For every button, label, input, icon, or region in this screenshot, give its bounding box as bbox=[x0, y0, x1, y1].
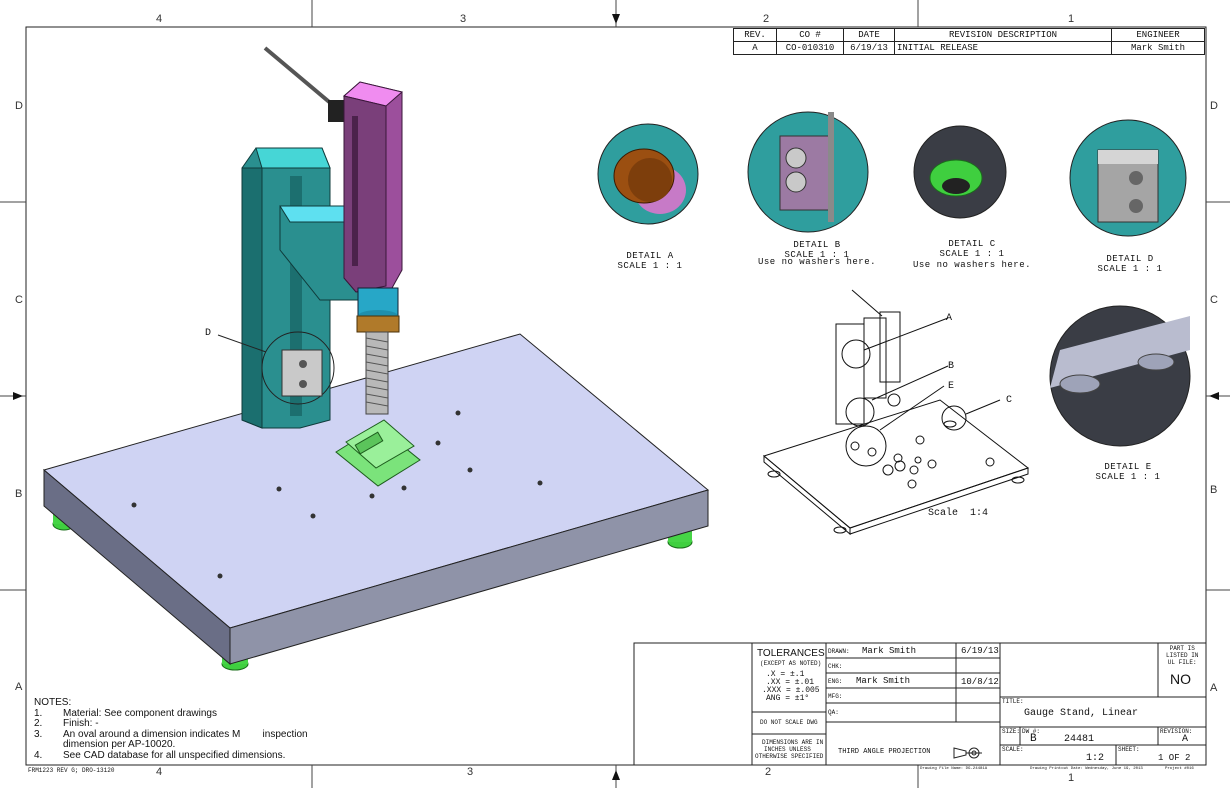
callout-e: E bbox=[948, 381, 955, 392]
zone-top-2: 2 bbox=[763, 13, 770, 25]
detail-c-scale: SCALE 1 : 1 bbox=[939, 249, 1005, 259]
printout-date: Drawing Printout Date: Wednesday, June 1… bbox=[1030, 767, 1143, 771]
detail-b-note: Use no washers here. bbox=[757, 257, 877, 267]
note-item: 2.Finish: - bbox=[34, 718, 99, 729]
zone-right-D: D bbox=[1210, 100, 1218, 112]
eng-date: 10/8/12 bbox=[961, 677, 999, 687]
drawn-name: Mark Smith bbox=[862, 646, 917, 656]
sheet-value: 1 OF 2 bbox=[1158, 753, 1191, 763]
zone-bottom-1: 1 bbox=[1068, 772, 1075, 784]
dimensions-note-line: DIMENSIONS ARE IN bbox=[762, 739, 824, 746]
detail-a-title: DETAIL A bbox=[626, 251, 674, 261]
detail-e-title: DETAIL E bbox=[1104, 462, 1152, 472]
detail-d-title: DETAIL D bbox=[1106, 254, 1154, 264]
tolerances-title: TOLERANCES bbox=[757, 648, 825, 659]
detail-a-scale: SCALE 1 : 1 bbox=[617, 261, 683, 271]
tolerance-line: ANG = ±1° bbox=[766, 694, 810, 703]
projection-label: THIRD ANGLE PROJECTION bbox=[838, 748, 931, 756]
detail-b-scale: SCALE 1 : 1 bbox=[784, 250, 850, 260]
zone-left-D: D bbox=[15, 100, 23, 112]
drawing-title: Gauge Stand, Linear bbox=[1024, 708, 1139, 719]
revision-label: REVISION: bbox=[1160, 728, 1193, 735]
scale-label: SCALE: bbox=[1002, 746, 1024, 753]
detail-b-title: DETAIL B bbox=[793, 240, 841, 250]
zone-bottom-4: 4 bbox=[156, 766, 163, 778]
zone-bottom-2: 2 bbox=[765, 766, 772, 778]
chk-label: CHK: bbox=[828, 663, 843, 670]
do-not-scale: DO NOT SCALE DWG bbox=[760, 719, 818, 726]
note-item: 3.An oval around a dimension indicates M… bbox=[34, 728, 308, 740]
size-value: B bbox=[1030, 733, 1037, 745]
note-item: 1.Material: See component drawings bbox=[34, 707, 217, 719]
zone-left-B: B bbox=[15, 488, 23, 500]
form-id: FRM1223 REV G; DRO-13120 bbox=[28, 767, 115, 774]
revision-value: A bbox=[1182, 734, 1189, 745]
engineer-cell: Mark Smith bbox=[1111, 41, 1205, 55]
scale-value: 1:2 bbox=[1086, 753, 1105, 764]
projection-symbol bbox=[953, 747, 982, 759]
detail-d-view bbox=[1069, 119, 1187, 237]
ul-value: NO bbox=[1170, 671, 1191, 687]
revision-row: A CO-010310 6/19/13 INITIAL RELEASE Mark… bbox=[733, 41, 1205, 55]
callout-b: B bbox=[948, 361, 955, 372]
dimensions-note-line: OTHERWISE SPECIFIED bbox=[755, 753, 824, 760]
outline-iso-view bbox=[762, 289, 1030, 536]
tolerance-line: .XXX = ±.005 bbox=[762, 686, 820, 695]
zone-top-1: 1 bbox=[1068, 13, 1075, 25]
callout-c: C bbox=[1006, 395, 1013, 406]
drawn-label: DRAWN: bbox=[828, 648, 850, 655]
detail-e-view bbox=[1049, 305, 1191, 447]
tolerance-line: .X = ±.1 bbox=[766, 670, 805, 679]
zone-top-3: 3 bbox=[460, 13, 467, 25]
zone-right-B: B bbox=[1210, 484, 1218, 496]
dwg-value: 24481 bbox=[1064, 734, 1095, 745]
note-item: 4.See CAD database for all unspecified d… bbox=[34, 749, 286, 761]
eng-label: ENG: bbox=[828, 678, 843, 685]
detail-c-title: DETAIL C bbox=[948, 239, 996, 249]
zone-right-C: C bbox=[1210, 294, 1218, 306]
sheet-label: SHEET: bbox=[1118, 746, 1140, 753]
note-item: dimension per AP-10020. bbox=[63, 739, 176, 750]
mfg-label: MFG: bbox=[828, 693, 843, 700]
zone-top-4: 4 bbox=[156, 13, 163, 25]
file-name: Drawing File Name: DG-24481A bbox=[920, 767, 988, 771]
callout-a: A bbox=[946, 313, 953, 324]
detail-d-scale: SCALE 1 : 1 bbox=[1097, 264, 1163, 274]
tolerances-subtitle: (EXCEPT AS NOTED) bbox=[760, 660, 822, 667]
detail-e-scale: SCALE 1 : 1 bbox=[1095, 472, 1161, 482]
tolerance-line: .XX = ±.01 bbox=[766, 678, 815, 687]
size-label: SIZE: bbox=[1002, 728, 1021, 735]
iso-scale-label: Scale 1:4 bbox=[928, 508, 989, 519]
eng-name: Mark Smith bbox=[856, 676, 911, 686]
project-number: Project #016 bbox=[1165, 767, 1194, 771]
description-cell: INITIAL RELEASE bbox=[894, 41, 1112, 55]
detail-c-view bbox=[913, 125, 1007, 219]
revision-table: REV. CO # DATE REVISION DESCRIPTION ENGI… bbox=[733, 28, 1205, 55]
main-callout-d: D bbox=[205, 328, 212, 339]
dwg-label: DW #: bbox=[1022, 728, 1041, 735]
title-label: TITLE: bbox=[1002, 698, 1024, 705]
zone-right-A: A bbox=[1210, 682, 1218, 694]
dimensions-note-line: INCHES UNLESS bbox=[764, 746, 811, 753]
drawn-date: 6/19/13 bbox=[961, 646, 999, 656]
detail-c-note: Use no washers here. bbox=[912, 260, 1032, 270]
zone-left-A: A bbox=[15, 681, 23, 693]
zone-left-C: C bbox=[15, 294, 23, 306]
detail-a-view bbox=[597, 123, 699, 225]
qa-label: QA: bbox=[828, 709, 839, 716]
detail-b-view bbox=[747, 111, 869, 233]
notes-heading: NOTES: bbox=[34, 697, 72, 708]
notes-block: NOTES: 1.Material: See component drawing… bbox=[34, 697, 308, 761]
zone-bottom-3: 3 bbox=[467, 766, 474, 778]
